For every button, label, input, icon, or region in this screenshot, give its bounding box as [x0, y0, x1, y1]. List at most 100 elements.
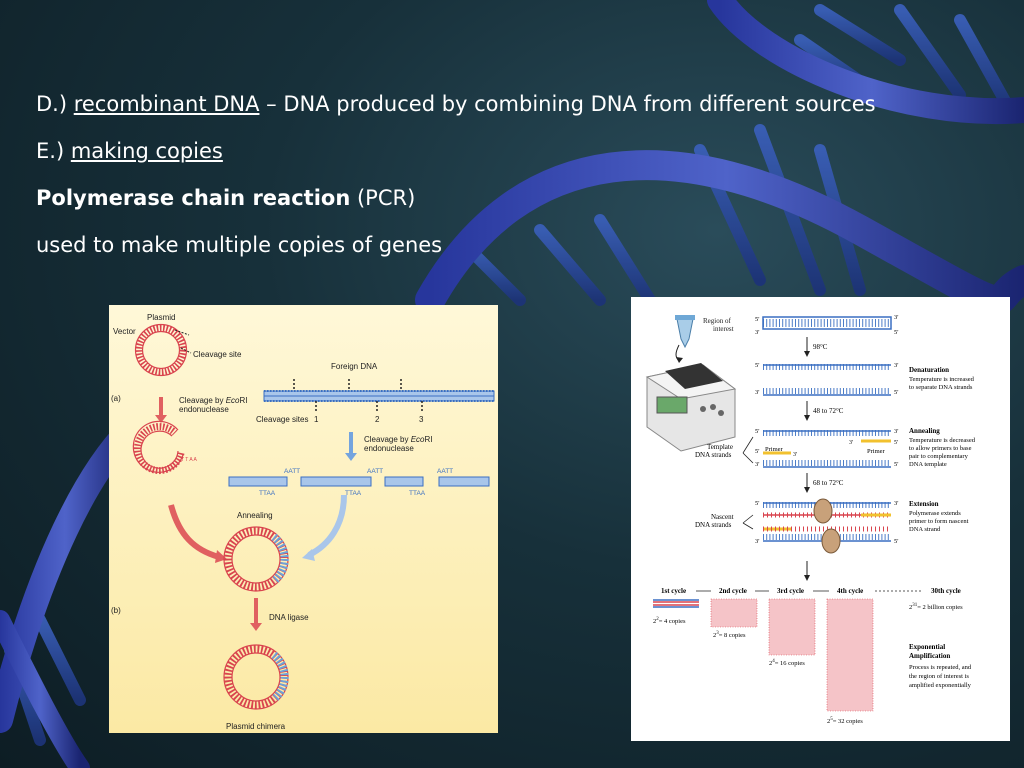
label-plasmid-chimera: Plasmid chimera [226, 722, 286, 731]
svg-text:3': 3' [894, 362, 898, 369]
plasmid-chimera [223, 644, 289, 710]
line-making-copies: E.) making copies [36, 139, 1016, 163]
label-panel-b: (b) [111, 606, 121, 615]
cycle-2-copies [710, 598, 758, 628]
label-interest: interest [713, 325, 734, 333]
svg-text:3': 3' [755, 461, 759, 468]
pcr-diagram: Region of interest 5' 3' 3' 5' 98°C 5' 3… [645, 314, 976, 725]
label-annealing-desc1: Temperature is decreased [909, 437, 976, 444]
svg-text:3': 3' [894, 500, 898, 507]
foreign-dna-fragments [228, 476, 490, 487]
label-copies-2-billion: 231= 2 billion copies [909, 603, 963, 611]
svg-text:5': 5' [894, 389, 898, 396]
dna-annealing: 5' 3' 3' 5' 5' 3' 3' 5' [755, 428, 898, 468]
svg-text:5': 5' [755, 362, 759, 369]
line-pcr-use: used to make multiple copies of genes [36, 233, 443, 257]
cycle-4-copies [826, 598, 874, 712]
label-ttaa-2: TTAA [345, 490, 362, 497]
label-aatt-3: AATT [437, 468, 453, 475]
label-endonuclease-1: endonuclease [179, 405, 229, 414]
label-aatt-1: AATT [284, 468, 300, 475]
dna-template-initial: 5' 3' 3' 5' [755, 314, 898, 336]
label-temp-98: 98°C [813, 343, 828, 351]
svg-text:5': 5' [894, 538, 898, 545]
dna-extension: 5' 3' 3' 5' [755, 498, 898, 554]
label-region-of: Region of [703, 317, 731, 325]
svg-text:3': 3' [894, 428, 898, 435]
svg-text:5': 5' [894, 461, 898, 468]
svg-text:3': 3' [755, 389, 759, 396]
cycle-1-copies [653, 599, 699, 608]
arrow-annealing-left [168, 504, 220, 560]
svg-text:3': 3' [755, 329, 759, 336]
label-cleavage-sites: Cleavage sites [256, 415, 308, 424]
label-amp-desc1: Process is repeated, and [909, 664, 972, 671]
label-ttaa-3: TTAA [409, 490, 426, 497]
annealed-plasmid [223, 526, 289, 592]
svg-text:5': 5' [755, 428, 759, 435]
label-panel-a: (a) [111, 394, 121, 403]
thermocycler-icon [645, 363, 737, 452]
label-cleavage-by-2: Cleavage by EcoRI [364, 435, 433, 444]
label-denaturation-desc1: Temperature is increased [909, 376, 975, 383]
label-amp-desc3: amplified exponentially [909, 682, 972, 689]
label-nascent-strands: DNA strands [695, 521, 732, 529]
pcr-term: Polymerase chain reaction [36, 186, 351, 210]
label-copies-16: 24= 16 copies [769, 659, 805, 667]
svg-text:5': 5' [755, 448, 759, 455]
svg-text:T T A A: T T A A [181, 457, 198, 463]
opened-plasmid: T T A A [132, 420, 198, 475]
label-annealing-desc4: DNA template [909, 461, 947, 468]
cycle-3-copies [768, 598, 816, 656]
svg-text:5': 5' [755, 316, 759, 323]
label-aatt-2: AATT [367, 468, 383, 475]
recombinant-dna-definition: – DNA produced by combining DNA from dif… [259, 92, 876, 116]
label-extension-desc3: DNA strand [909, 526, 941, 533]
pcr-figure: Region of interest 5' 3' 3' 5' 98°C 5' 3… [631, 297, 1010, 741]
label-cycle-4: 4th cycle [837, 587, 863, 595]
label-annealing-pcr: Annealing [909, 427, 940, 435]
label-annealing-desc3: pair to complementary [909, 453, 969, 460]
label-site-3: 3 [419, 415, 424, 424]
label-exponential: Exponential [909, 643, 945, 651]
plasmid-ring [134, 323, 192, 377]
label-endonuclease-2: endonuclease [364, 444, 414, 453]
label-dna-ligase: DNA ligase [269, 613, 309, 622]
label-site-2: 2 [375, 415, 380, 424]
line-pcr: Polymerase chain reaction (PCR) [36, 186, 1016, 210]
label-extension-desc1: Polymerase extends [909, 510, 961, 517]
label-ttaa-1: TTAA [259, 490, 276, 497]
arrow-annealing-right [307, 494, 347, 558]
label-foreign-dna: Foreign DNA [331, 362, 378, 371]
label-annealing-desc2: to allow primers to base [909, 445, 972, 452]
label-site-1: 1 [314, 415, 319, 424]
svg-text:3': 3' [849, 440, 853, 446]
label-cleavage-site: Cleavage site [193, 350, 242, 359]
label-template: Template [707, 443, 733, 451]
label-cycle-30: 30th cycle [931, 587, 961, 595]
label-extension-desc2: primer to form nascent [909, 518, 969, 525]
label-copies-4: 22= 4 copies [653, 617, 686, 625]
label-amplification: Amplification [909, 652, 950, 660]
label-copies-32: 25= 32 copies [827, 717, 863, 725]
label-plasmid: Plasmid [147, 313, 175, 322]
line-d-prefix: D.) [36, 92, 74, 116]
label-cycle-2: 2nd cycle [719, 587, 747, 595]
label-copies-8: 23= 8 copies [713, 631, 746, 639]
dna-denatured: 5' 3' 3' 5' [755, 362, 898, 396]
foreign-dna-strand [263, 379, 495, 413]
recombinant-dna-diagram: Plasmid Vector Cleavage site (a) Cleavag… [111, 313, 495, 731]
helix-backbone-4 [0, 610, 90, 768]
svg-text:5': 5' [894, 329, 898, 336]
svg-text:3': 3' [793, 452, 797, 458]
pcr-tube-icon [675, 315, 695, 363]
label-cycle-1: 1st cycle [661, 587, 686, 595]
svg-text:5': 5' [894, 440, 898, 446]
svg-text:3': 3' [755, 538, 759, 545]
label-primer-right: Primer [867, 448, 886, 455]
label-denaturation-desc2: to separate DNA strands [909, 384, 973, 391]
label-template-strands: DNA strands [695, 451, 732, 459]
label-cycle-3: 3rd cycle [777, 587, 804, 595]
pcr-abbrev: (PCR) [350, 186, 416, 210]
